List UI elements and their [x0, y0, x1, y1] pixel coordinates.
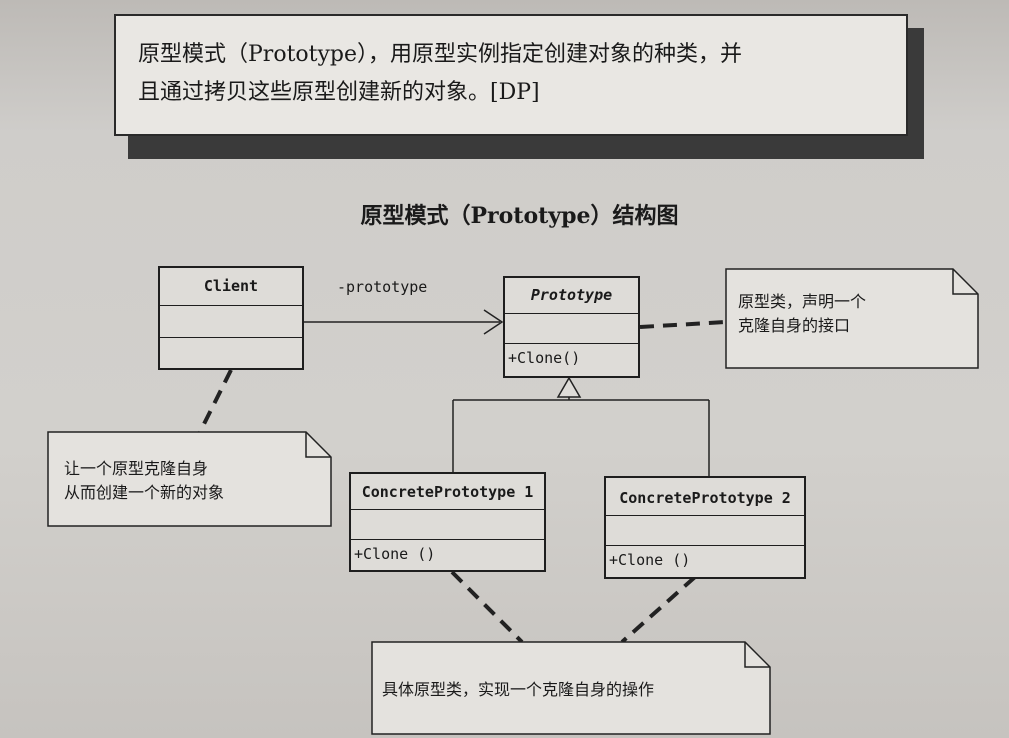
diagram-title: 原型模式（Prototype）结构图 — [360, 203, 679, 229]
concrete-prototype-1-name: ConcretePrototype 1 — [351, 474, 544, 510]
concrete-prototype-1-box: ConcretePrototype 1 +Clone () — [349, 472, 546, 572]
note-link-concrete1 — [450, 570, 524, 644]
association-label: -prototype — [337, 278, 428, 296]
client-class-box: Client — [158, 266, 304, 370]
client-class-name: Client — [160, 268, 302, 306]
concrete-prototype-2-clone-operation: +Clone () — [609, 551, 691, 569]
prototype-note-line-1: 原型类，声明一个 — [738, 292, 867, 311]
note-link-concrete2 — [620, 575, 697, 644]
concrete-note-line-1: 具体原型类，实现一个克隆自身的操作 — [382, 680, 655, 699]
definition-box: 原型模式（Prototype），用原型实例指定创建对象的种类，并 且通过拷贝这些… — [114, 14, 908, 136]
prototype-class-box: Prototype +Clone() — [503, 276, 640, 378]
client-note-line-1: 让一个原型克隆自身 — [64, 459, 209, 478]
association-arrowhead — [483, 309, 504, 335]
concrete-prototype-2-box: ConcretePrototype 2 +Clone () — [604, 476, 806, 579]
generalization-triangle — [556, 376, 582, 398]
prototype-note: 原型类，声明一个 克隆自身的接口 — [738, 290, 958, 338]
prototype-attributes — [505, 314, 638, 344]
concrete-note-outline — [371, 641, 771, 735]
prototype-note-line-2: 克隆自身的接口 — [738, 316, 851, 335]
client-note: 让一个原型克隆自身 从而创建一个新的对象 — [64, 457, 314, 505]
definition-line-1: 原型模式（Prototype），用原型实例指定创建对象的种类，并 — [138, 42, 743, 67]
definition-line-2: 且通过拷贝这些原型创建新的对象。[DP] — [138, 80, 540, 105]
note-link-prototype — [639, 320, 727, 329]
prototype-clone-operation: +Clone() — [508, 349, 581, 367]
client-operations — [160, 338, 302, 368]
prototype-class-name: Prototype — [505, 278, 638, 314]
note-link-client — [198, 369, 233, 433]
client-attributes — [160, 306, 302, 338]
concrete-note: 具体原型类，实现一个克隆自身的操作 — [382, 678, 752, 702]
concrete-prototype-2-name: ConcretePrototype 2 — [606, 478, 804, 516]
concrete-prototype-2-attributes — [606, 516, 804, 546]
concrete-prototype-1-clone-operation: +Clone () — [354, 545, 436, 563]
client-note-line-2: 从而创建一个新的对象 — [64, 483, 225, 502]
prototype-note-outline — [725, 268, 979, 369]
client-note-outline — [47, 431, 332, 527]
concrete-prototype-1-attributes — [351, 510, 544, 540]
